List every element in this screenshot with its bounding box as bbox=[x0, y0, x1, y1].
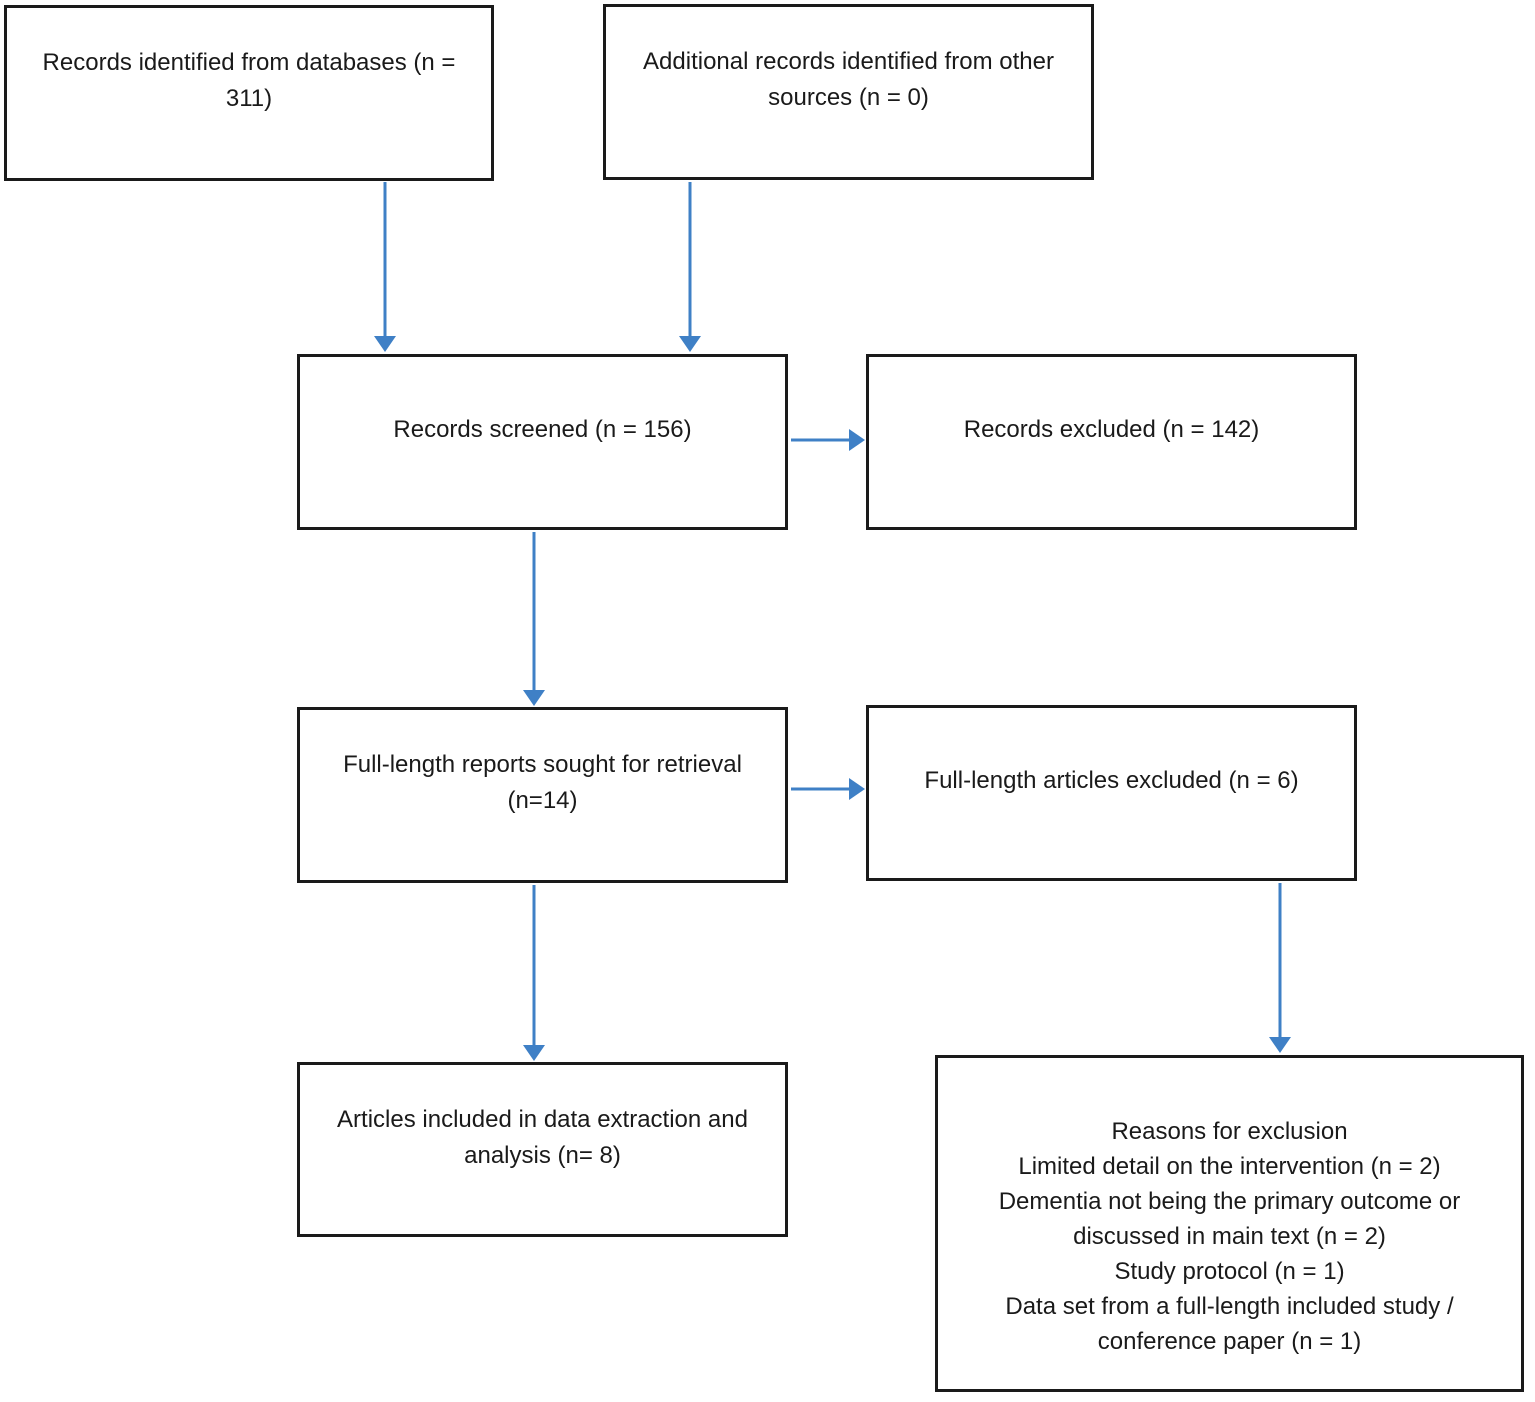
arrow-shaft bbox=[532, 532, 536, 692]
arrow-shaft bbox=[791, 787, 851, 791]
box-articles-included: Articles included in data extraction and… bbox=[297, 1062, 788, 1237]
arrow-sought-to-fulllength-excluded bbox=[791, 778, 865, 800]
box-records-screened: Records screened (n = 156) bbox=[297, 354, 788, 530]
reason-item: Data set from a full-length included stu… bbox=[1005, 1293, 1454, 1355]
arrow-fulllength-excluded-to-reasons bbox=[1269, 883, 1291, 1053]
arrow-down-head-icon bbox=[1269, 1037, 1291, 1053]
arrow-shaft bbox=[1278, 883, 1282, 1039]
arrow-screened-to-sought bbox=[523, 532, 545, 706]
arrow-shaft bbox=[791, 438, 851, 442]
box-reasons-for-exclusion: Reasons for exclusion Limited detail on … bbox=[935, 1055, 1524, 1392]
box-articles-included-label: Articles included in data extraction and… bbox=[337, 1105, 748, 1169]
arrow-shaft bbox=[383, 182, 387, 338]
arrow-down-head-icon bbox=[374, 336, 396, 352]
box-records-screened-label: Records screened (n = 156) bbox=[393, 416, 692, 444]
arrow-down-head-icon bbox=[523, 690, 545, 706]
box-additional-records-label: Additional records identified from other… bbox=[643, 48, 1054, 111]
box-additional-records: Additional records identified from other… bbox=[603, 4, 1094, 180]
arrow-right-head-icon bbox=[849, 429, 865, 451]
reasons-title: Reasons for exclusion bbox=[1111, 1118, 1348, 1145]
arrow-right-head-icon bbox=[849, 778, 865, 800]
arrow-down-head-icon bbox=[679, 336, 701, 352]
box-full-length-sought-label: Full-length reports sought for retrieval… bbox=[343, 751, 742, 814]
box-records-excluded-label: Records excluded (n = 142) bbox=[963, 416, 1260, 444]
reason-item: Dementia not being the primary outcome o… bbox=[998, 1188, 1461, 1250]
arrow-shaft bbox=[688, 182, 692, 338]
arrow-sought-to-included bbox=[523, 885, 545, 1061]
reason-item: Limited detail on the intervention (n = … bbox=[1018, 1153, 1441, 1180]
box-records-excluded: Records excluded (n = 142) bbox=[866, 354, 1357, 530]
arrow-down-head-icon bbox=[523, 1045, 545, 1061]
box-full-length-excluded-label: Full-length articles excluded (n = 6) bbox=[924, 767, 1299, 795]
box-full-length-sought: Full-length reports sought for retrieval… bbox=[297, 707, 788, 883]
arrow-identified-to-screened bbox=[374, 182, 396, 352]
box-records-identified-label: Records identified from databases (n = 3… bbox=[42, 49, 456, 112]
arrow-shaft bbox=[532, 885, 536, 1047]
box-records-identified: Records identified from databases (n = 3… bbox=[4, 5, 494, 181]
box-full-length-excluded: Full-length articles excluded (n = 6) bbox=[866, 705, 1357, 881]
reason-item: Study protocol (n = 1) bbox=[1114, 1258, 1345, 1285]
arrow-screened-to-excluded bbox=[791, 429, 865, 451]
arrow-additional-to-screened bbox=[679, 182, 701, 352]
